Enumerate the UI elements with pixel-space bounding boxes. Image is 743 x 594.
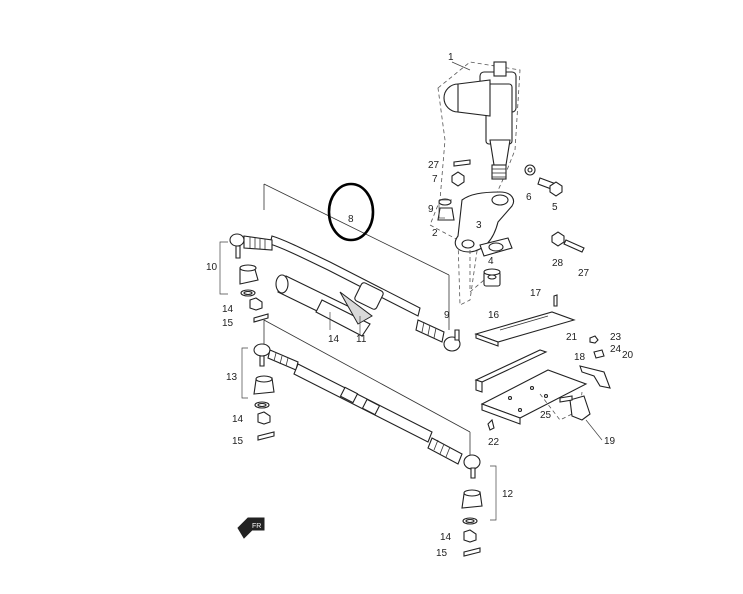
callout-14d: 14 xyxy=(440,532,452,543)
callout-21: 21 xyxy=(566,332,578,343)
right-ball-joint-kit xyxy=(461,465,497,557)
callout-17: 17 xyxy=(530,288,542,299)
bracket-plates xyxy=(474,294,611,431)
tie-rod xyxy=(253,319,481,479)
callout-11: 11 xyxy=(356,334,367,345)
callout-15b: 15 xyxy=(232,436,244,447)
callout-27: 27 xyxy=(428,160,440,171)
highlight-circle xyxy=(327,182,375,242)
callout-labels: 1 27 7 9 6 5 3 2 4 28 27 8 10 14 15 14 1… xyxy=(206,52,634,559)
left-lower-ball-joint-kit xyxy=(241,347,275,441)
svg-text:FR: FR xyxy=(252,523,261,530)
callout-7: 7 xyxy=(432,174,438,185)
callout-12: 12 xyxy=(502,489,514,500)
left-upper-ball-joint-kit xyxy=(219,241,269,323)
callout-20: 20 xyxy=(622,350,634,361)
callout-9: 9 xyxy=(428,204,434,215)
pitman-fasteners xyxy=(437,159,471,221)
callout-14a: 14 xyxy=(222,304,234,315)
callout-3: 3 xyxy=(476,220,482,231)
callout-2: 2 xyxy=(432,228,438,239)
callout-13: 13 xyxy=(226,372,238,383)
callout-19: 19 xyxy=(604,436,616,447)
callout-27b: 27 xyxy=(578,268,590,279)
front-direction-arrow-icon: FR xyxy=(237,517,265,539)
callout-1: 1 xyxy=(448,52,454,63)
callout-10: 10 xyxy=(206,262,218,273)
callout-6: 6 xyxy=(526,192,532,203)
callout-14c: 14 xyxy=(232,414,244,425)
steering-damper xyxy=(275,274,384,337)
callout-9b: 9 xyxy=(444,310,450,321)
callout-16: 16 xyxy=(488,310,500,321)
callout-22: 22 xyxy=(488,437,500,448)
gear-mount-bolts xyxy=(524,164,585,253)
steering-gear-box xyxy=(429,61,521,306)
callout-23: 23 xyxy=(610,332,622,343)
pitman-arm xyxy=(454,191,515,293)
callout-18: 18 xyxy=(574,352,586,363)
callout-4: 4 xyxy=(488,256,494,267)
callout-5: 5 xyxy=(552,202,558,213)
callout-28: 28 xyxy=(552,258,564,269)
callout-15a: 15 xyxy=(222,318,234,329)
callout-24: 24 xyxy=(610,344,622,355)
callout-14b: 14 xyxy=(328,334,340,345)
callout-15c: 15 xyxy=(436,548,448,559)
callout-25: 25 xyxy=(540,410,552,421)
callout-8: 8 xyxy=(348,214,354,225)
